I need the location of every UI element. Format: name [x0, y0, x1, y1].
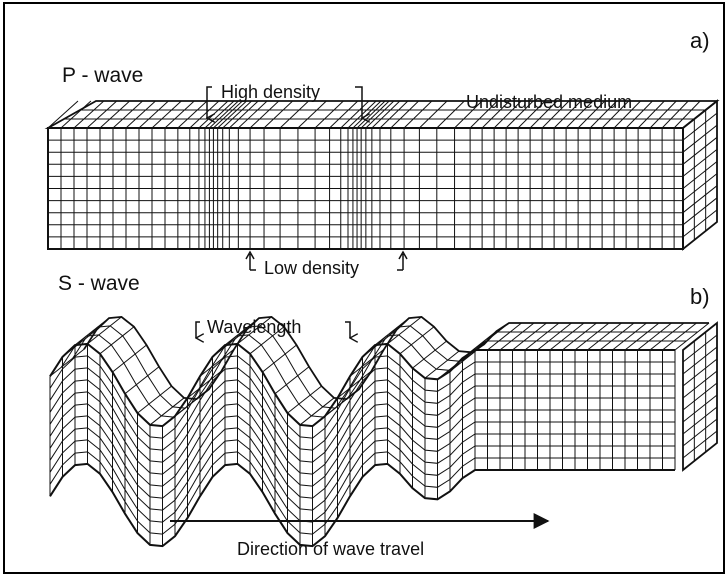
- low-density-arrow-left: [245, 250, 256, 271]
- low-density-label: Low density: [264, 258, 359, 278]
- wavelength-arrow-right: [345, 321, 350, 338]
- low-density-arrow-right: [397, 250, 408, 271]
- wavelength-arrow-left: [196, 321, 200, 338]
- s-wave-block: [49, 315, 718, 548]
- undisturbed-medium-label: Undisturbed medium: [466, 92, 632, 112]
- high-density-arrow-left: [207, 86, 212, 118]
- p-wave-block: [44, 99, 720, 251]
- panel-a-tag: a): [690, 28, 710, 53]
- high-density-arrow-right: [355, 86, 362, 118]
- wavelength-label: Wavelength: [207, 317, 301, 337]
- figure-frame: [3, 2, 725, 574]
- p-wave-panel: a) P - wave High density Undisturbed med…: [44, 28, 720, 278]
- high-density-label: High density: [221, 82, 320, 102]
- s-wave-panel: b) S - wave Wavelength: [49, 272, 718, 548]
- s-wave-title: S - wave: [58, 272, 140, 295]
- p-wave-title: P - wave: [62, 64, 143, 87]
- direction-label: Direction of wave travel: [237, 539, 424, 559]
- panel-b-tag: b): [690, 284, 710, 309]
